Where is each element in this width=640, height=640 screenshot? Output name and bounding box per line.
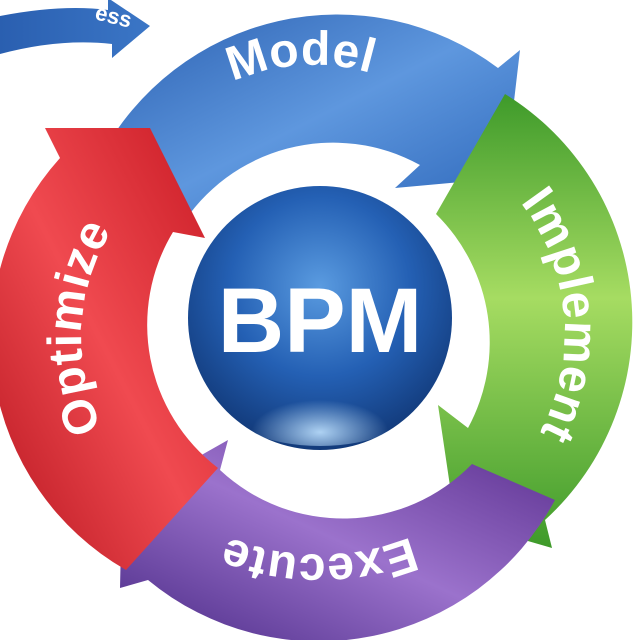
implement-segment [436, 94, 633, 548]
top-left-process-arrow: ess [0, 0, 150, 58]
model-segment [100, 14, 520, 228]
center-label: BPM [218, 270, 422, 372]
execute-segment [120, 440, 555, 640]
optimize-segment [0, 128, 218, 570]
center-circle: BPM [188, 186, 452, 450]
